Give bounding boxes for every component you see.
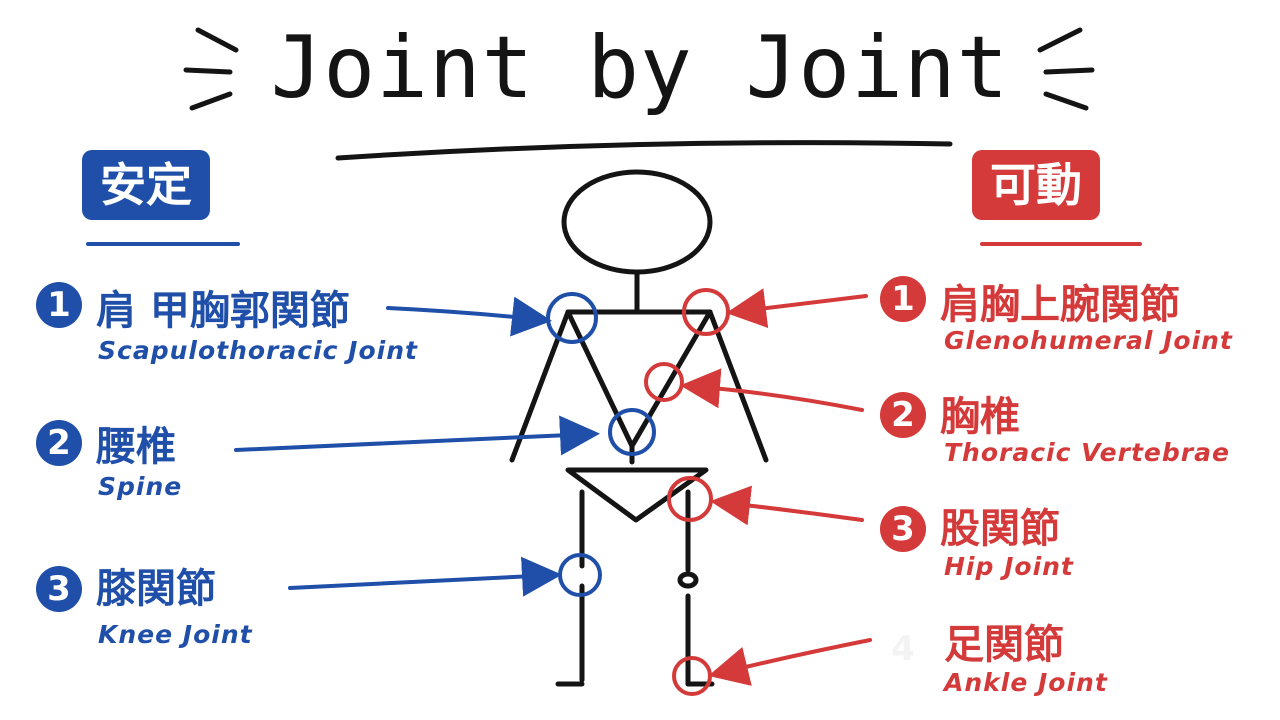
joint-name-ja: 胸椎 — [940, 394, 1020, 440]
stick-figure — [509, 169, 769, 687]
arrow-scapulothoracic — [386, 296, 552, 337]
mobile-badge: 可動 — [972, 150, 1100, 220]
title-emphasis-strokes — [183, 27, 1095, 111]
spine-joint-marker — [608, 408, 656, 456]
number-badge: 3 — [36, 566, 82, 612]
arrow-hip — [710, 485, 864, 526]
arrow-spine — [234, 415, 600, 456]
right-arm — [707, 309, 769, 463]
number-badge: 2 — [36, 420, 82, 466]
joint-name-en: Spine — [98, 472, 183, 501]
joint-name-en: Knee Joint — [98, 620, 253, 649]
joint-name-ja: 腰椎 — [96, 424, 176, 470]
joint-name-ja: 肩 甲胸郭関節 — [96, 288, 350, 334]
arrow-glenohumeral — [726, 288, 868, 329]
joint-name-ja: 足関節 — [944, 622, 1064, 668]
joint-name-en: Scapulothoracic Joint — [98, 336, 418, 365]
joint-name-ja: 股関節 — [940, 506, 1060, 552]
page-title: Joint by Joint — [270, 18, 1010, 118]
ankle-joint-marker — [672, 656, 712, 696]
joint-name-en: Ankle Joint — [944, 668, 1108, 697]
head — [561, 169, 713, 275]
number-badge: 4 — [891, 629, 915, 669]
joint-name-en: Thoracic Vertebrae — [944, 438, 1230, 467]
arrow-knee — [288, 556, 562, 597]
right-knee — [677, 571, 699, 589]
title-underline — [335, 140, 953, 161]
stable-badge: 安定 — [82, 150, 210, 220]
arrow-ankle — [708, 638, 872, 686]
number-badge: 3 — [880, 506, 926, 552]
arrow-thoracic — [680, 368, 864, 412]
number-badge: 2 — [880, 392, 926, 438]
joint-name-ja: 膝関節 — [96, 566, 216, 612]
joint-name-en: Glenohumeral Joint — [944, 326, 1233, 355]
joint-name-ja: 肩胸上腕関節 — [940, 282, 1180, 328]
number-badge: 1 — [880, 276, 926, 322]
number-badge: 1 — [36, 282, 82, 328]
joint-name-en: Hip Joint — [944, 552, 1074, 581]
